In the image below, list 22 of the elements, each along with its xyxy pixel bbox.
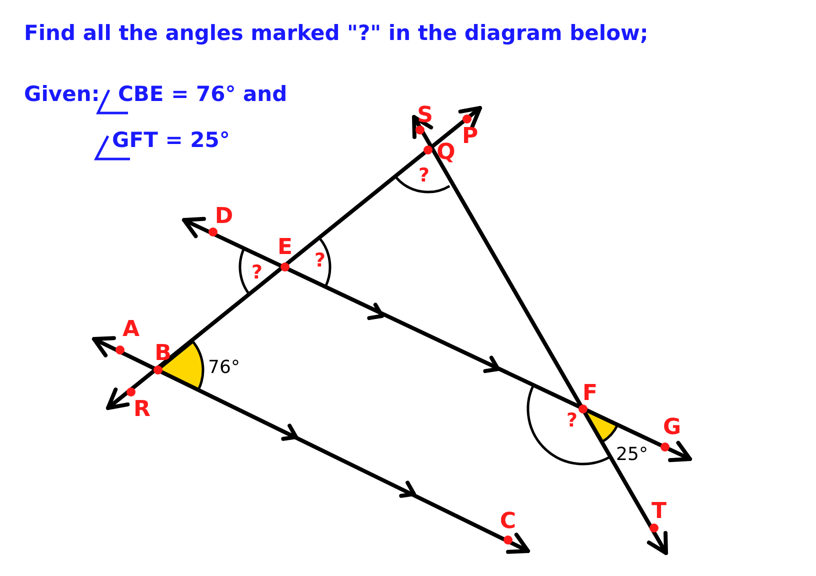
unknown-angle-label: ? bbox=[314, 252, 326, 270]
point-label: A bbox=[122, 319, 140, 341]
point-label: P bbox=[462, 126, 478, 148]
unknown-angle-label: ? bbox=[251, 264, 263, 282]
point-label: S bbox=[417, 105, 433, 127]
angle-measure: 76° bbox=[208, 359, 240, 377]
point-label: R bbox=[134, 399, 150, 421]
point-label: E bbox=[277, 237, 293, 259]
given-text: GFT = 25° bbox=[112, 130, 230, 151]
point-label: Q bbox=[436, 142, 456, 164]
point-label: F bbox=[582, 383, 598, 405]
point-label: D bbox=[214, 206, 234, 228]
point-label: C bbox=[500, 511, 516, 533]
given-text: Given: bbox=[24, 84, 100, 105]
point-label: T bbox=[652, 501, 666, 523]
unknown-angle-label: ? bbox=[566, 412, 578, 430]
point-label: B bbox=[154, 343, 172, 365]
point-label: G bbox=[662, 417, 682, 439]
given-text: CBE = 76° and bbox=[118, 84, 288, 105]
unknown-angle-label: ? bbox=[418, 166, 430, 186]
angle-measure: 25° bbox=[616, 446, 648, 464]
title: Find all the angles marked "?" in the diagram below; bbox=[24, 20, 648, 47]
